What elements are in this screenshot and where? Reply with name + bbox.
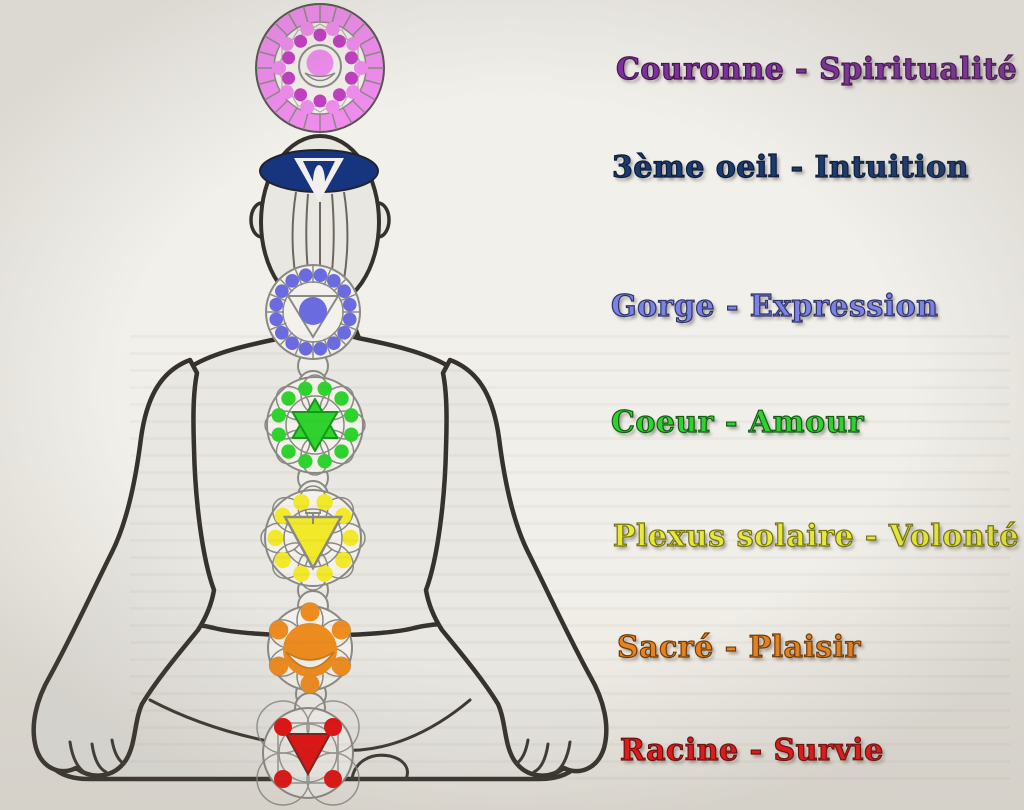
crown-crescent <box>304 72 336 82</box>
crown-chakra-icon <box>255 3 385 133</box>
throat-disc <box>299 297 327 325</box>
heart-chakra-icon <box>264 374 366 476</box>
root-triangle <box>284 733 332 777</box>
solar-plexus-chakra-icon <box>260 485 366 591</box>
right-arm <box>423 357 609 778</box>
sacral-disc <box>283 623 337 677</box>
third-eye-chakra-icon <box>259 149 379 202</box>
throat-chakra-icon <box>265 264 361 360</box>
heart-star <box>291 398 339 452</box>
sacral-chakra-icon <box>263 602 357 694</box>
left-arm <box>31 357 217 778</box>
root-petal-dots <box>274 718 342 788</box>
root-chakra-icon <box>256 700 360 806</box>
sacral-crescent <box>285 651 335 669</box>
